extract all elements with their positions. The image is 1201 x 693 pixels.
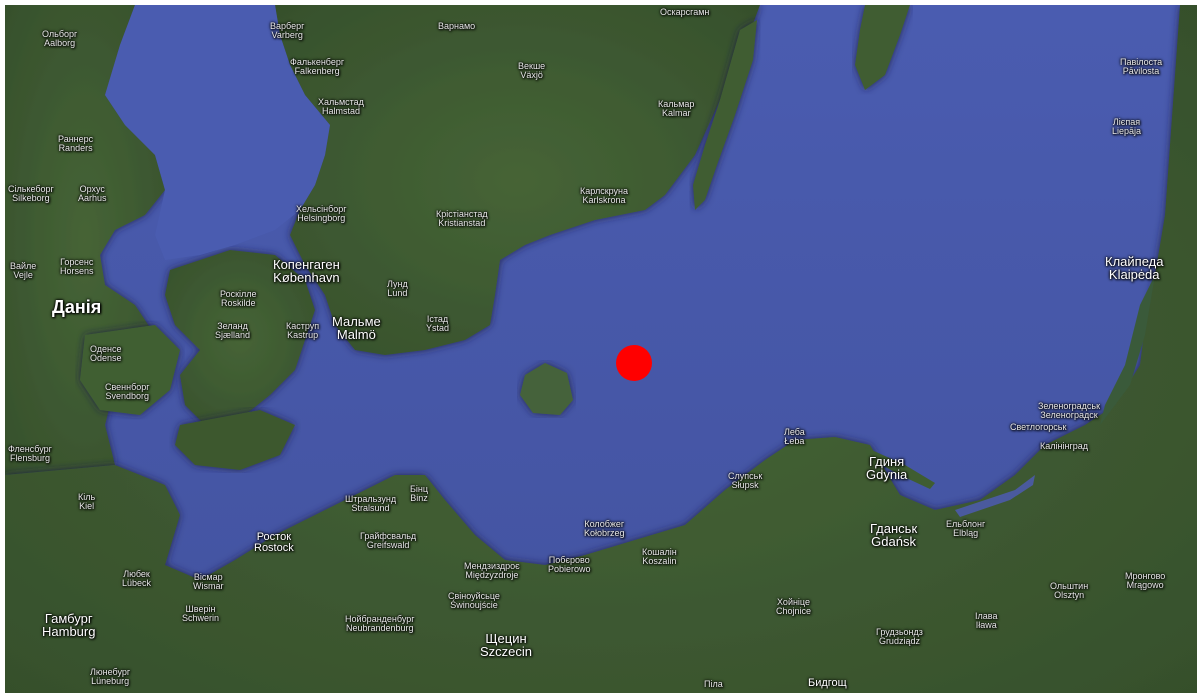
land-funen	[80, 325, 180, 415]
label-varnamo: Варнамо	[438, 21, 476, 31]
land-oland	[693, 20, 757, 210]
land-bornholm	[520, 363, 573, 415]
land-hel-peninsula	[865, 447, 935, 489]
vistula-lagoon	[955, 475, 1035, 517]
label-oskarshamn: Оскарсгамн	[660, 7, 710, 17]
land-gotland	[855, 5, 910, 90]
location-marker[interactable]	[616, 345, 652, 381]
land-sweden	[275, 5, 760, 355]
label-denmark: Данія	[52, 297, 102, 317]
curonian-lagoon	[1100, 275, 1155, 425]
satellite-map[interactable]	[5, 5, 1197, 693]
land-lolland	[175, 410, 295, 470]
label-svetlogorsk: Светлогорськ	[1010, 422, 1067, 432]
land-zealand	[165, 250, 315, 425]
sea-kattegat	[105, 5, 330, 260]
label-bydgoszcz: Бидгощ	[808, 677, 847, 689]
land-south-coast	[5, 5, 1197, 693]
label-kaliningrad: Калінінград	[1040, 441, 1088, 451]
label-pila: Піла	[704, 679, 723, 689]
